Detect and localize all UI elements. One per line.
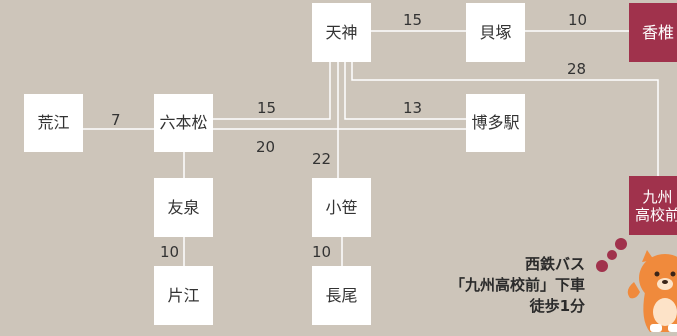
access-note-line1: 西鉄バス — [524, 255, 585, 273]
minutes-ropponmatsu-hakata: 20 — [256, 138, 276, 156]
route-tenjin-hakata — [344, 62, 466, 120]
station-kashii: 香椎 — [629, 3, 677, 62]
station-arae: 荒江 — [24, 94, 83, 152]
station-kaizuka: 貝塚 — [466, 3, 525, 62]
minutes-tenjin-kozasa: 22 — [312, 150, 332, 168]
route-ropponmatsu-tenjin — [213, 62, 331, 120]
minutes-tenjin-school: 28 — [567, 60, 587, 78]
minutes-kaizuka-kashii: 10 — [568, 11, 588, 29]
minutes-tenjin-kaizuka: 15 — [403, 11, 423, 29]
access-note-line2: 「九州高校前」下車 — [449, 276, 585, 294]
decorative-dots-icon — [596, 238, 627, 272]
access-note: 西鉄バス 「九州高校前」下車 徒歩1分 — [450, 254, 585, 317]
station-school: 九州 高校前 — [629, 176, 677, 235]
station-kozasa: 小笹 — [312, 178, 371, 237]
minutes-tenjin-hakata: 13 — [403, 99, 423, 117]
school-mascot-icon — [627, 250, 677, 332]
minutes-arae-ropponmatsu: 7 — [111, 111, 121, 129]
minutes-kozasa-nagao: 10 — [312, 243, 332, 261]
station-tomoizumi: 友泉 — [154, 178, 213, 237]
station-nagao: 長尾 — [312, 266, 371, 325]
station-hakata: 博多駅 — [466, 94, 525, 152]
minutes-tomoizumi-katae: 10 — [160, 243, 180, 261]
access-note-line3: 徒歩1分 — [529, 297, 585, 315]
minutes-ropponmatsu-tenjin: 15 — [257, 99, 277, 117]
station-tenjin: 天神 — [312, 3, 371, 62]
route-tenjin-school — [351, 62, 659, 176]
station-katae: 片江 — [154, 266, 213, 325]
station-ropponmatsu: 六本松 — [154, 94, 213, 152]
